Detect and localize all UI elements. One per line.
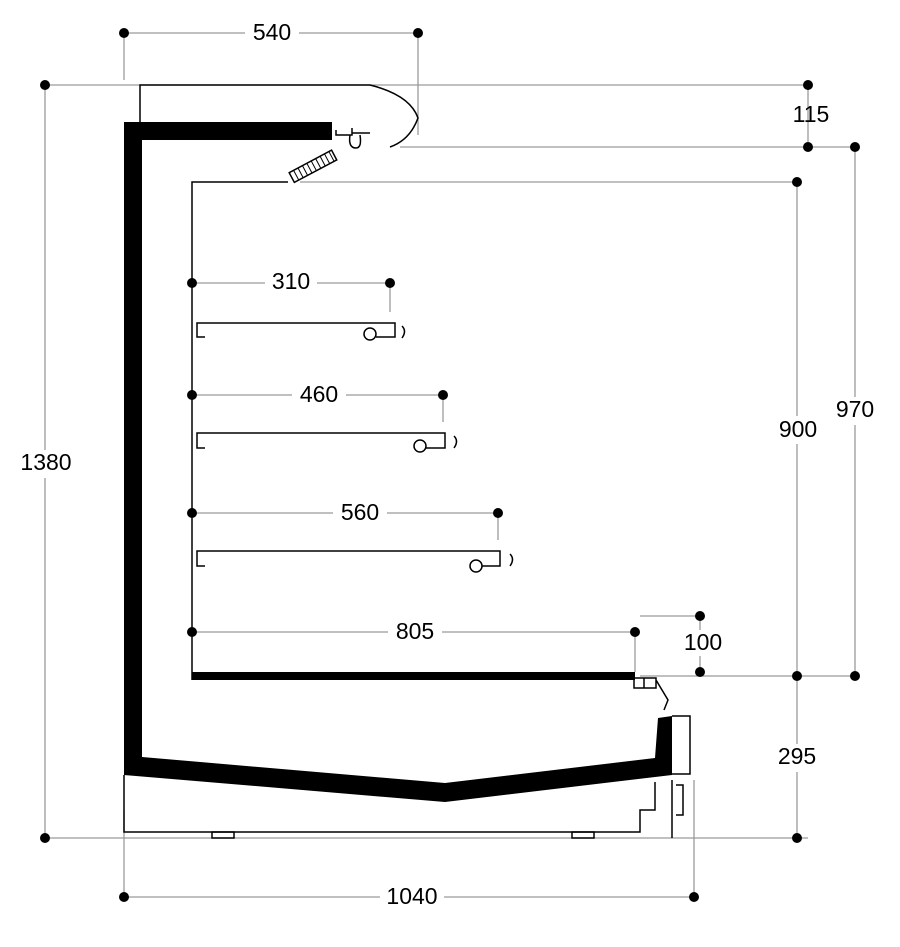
dim-upper-height: 970	[836, 396, 874, 422]
dim-display-height: 900	[779, 416, 817, 442]
dim-shelf3-depth: 560	[341, 499, 379, 525]
dim-top-width: 540	[253, 19, 291, 45]
shelf-3	[196, 550, 514, 573]
dim-overall-depth: 1040	[386, 883, 437, 909]
base-deck	[192, 672, 635, 680]
canopy-outline	[139, 84, 419, 148]
dimension-dots	[40, 28, 860, 902]
deck-front-profile	[633, 677, 669, 711]
air-grille	[288, 149, 338, 184]
dim-shelf2-depth: 460	[300, 381, 338, 407]
canopy-light	[335, 128, 370, 149]
dim-deck-depth: 805	[396, 618, 434, 644]
dim-shelf1-depth: 310	[272, 268, 310, 294]
foot-right	[571, 831, 595, 839]
case-body	[123, 84, 691, 839]
back-panel	[191, 181, 288, 680]
shelf-1	[196, 322, 406, 341]
dim-deck-lip: 100	[684, 629, 722, 655]
dim-canopy-height: 115	[793, 101, 830, 127]
dimension-labels: 540 1380 115 900 970 310 460 560 805 100…	[14, 19, 878, 910]
insulated-wall	[124, 122, 672, 802]
dim-base-height: 295	[778, 743, 816, 769]
shelf-2	[196, 432, 458, 453]
front-bumper	[672, 715, 691, 775]
dim-overall-height: 1380	[20, 449, 71, 475]
foot-left	[211, 831, 235, 839]
base-plinth	[123, 775, 684, 838]
